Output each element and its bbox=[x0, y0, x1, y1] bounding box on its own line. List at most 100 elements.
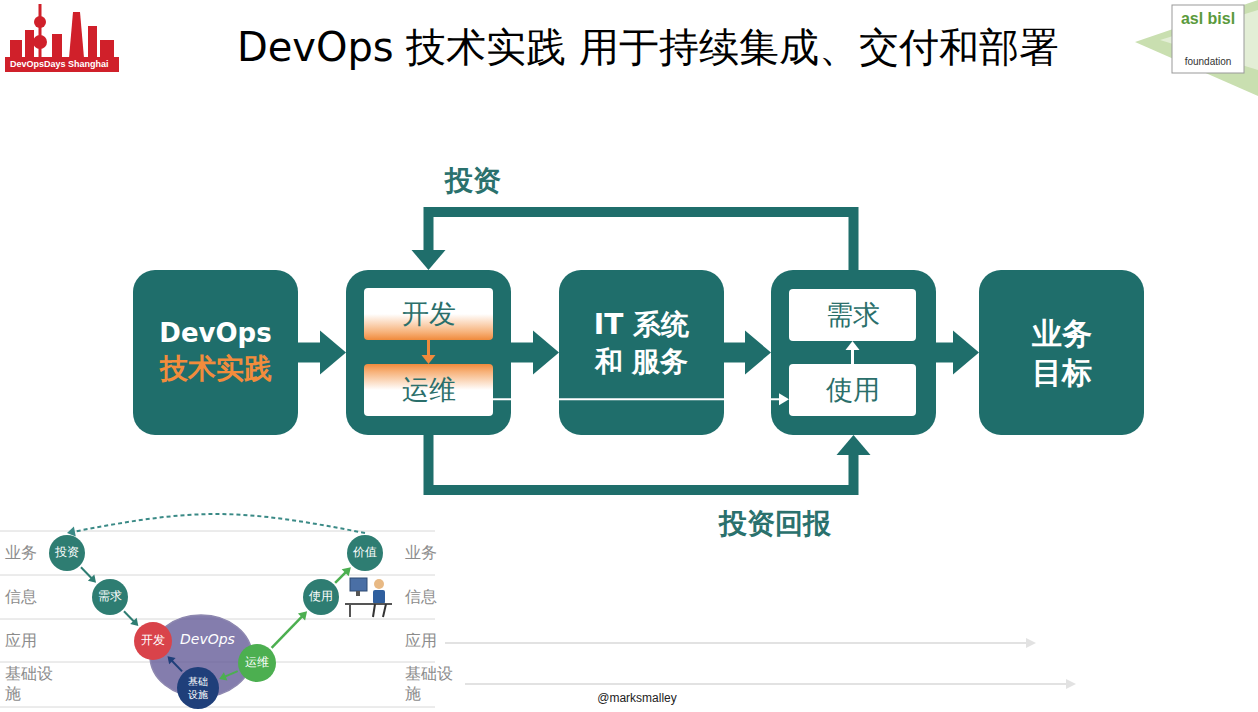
connector-line bbox=[124, 611, 134, 622]
connector-line bbox=[171, 660, 182, 671]
arrowhead bbox=[320, 331, 346, 375]
lane-label: 应用 bbox=[405, 631, 437, 651]
box-shape bbox=[346, 270, 511, 435]
system-box: IT 系统 和 服务 bbox=[559, 270, 724, 435]
arrowhead bbox=[779, 393, 789, 405]
node-text: 技术实践 bbox=[160, 351, 272, 387]
stage-circle: 使用 bbox=[303, 579, 339, 615]
process-box: 需求 bbox=[789, 289, 916, 341]
arrowhead bbox=[422, 355, 436, 364]
connector-line bbox=[67, 514, 365, 533]
logo-text: asl bisl bbox=[1181, 9, 1235, 29]
business-group-box-ground bbox=[771, 270, 936, 435]
connector bbox=[67, 514, 365, 536]
connector bbox=[724, 331, 771, 375]
slide-title: DevOps 技术实践 用于持续集成、交付和部署 bbox=[237, 22, 1059, 72]
connector bbox=[511, 331, 559, 375]
box-shape bbox=[771, 270, 936, 435]
arrowhead bbox=[168, 656, 176, 664]
node-text: 业务 目标 bbox=[1026, 314, 1098, 392]
connector-line bbox=[427, 340, 430, 357]
system-box-ground bbox=[559, 270, 724, 435]
node-text: DevOps bbox=[159, 317, 271, 351]
node-text: 需求 bbox=[826, 297, 880, 332]
arrowhead bbox=[953, 331, 979, 375]
goal-box: 业务 目标 bbox=[979, 270, 1144, 435]
arrowhead bbox=[88, 575, 96, 583]
node-text: 投资 bbox=[55, 545, 79, 561]
connector bbox=[493, 393, 789, 405]
node-text: DevOps bbox=[180, 630, 235, 648]
node-text: 价值 bbox=[353, 545, 377, 561]
stage-circle: 运维 bbox=[238, 644, 276, 682]
node-text: 运维 bbox=[245, 655, 269, 671]
practice-box: DevOps技术实践 bbox=[133, 270, 298, 435]
connector bbox=[298, 331, 346, 375]
practice-box-ground bbox=[133, 270, 298, 435]
goal-box-ground bbox=[979, 270, 1144, 435]
connector bbox=[219, 671, 237, 680]
node-text: 运维 bbox=[402, 372, 456, 407]
connector bbox=[936, 331, 979, 375]
connector-line bbox=[272, 616, 303, 648]
lane-label: 基础设施 bbox=[5, 664, 57, 704]
box-shape bbox=[979, 270, 1144, 435]
process-box: 开发 bbox=[364, 288, 493, 340]
connector bbox=[422, 340, 436, 365]
logo-text: DevOpsDays Shanghai bbox=[10, 59, 109, 70]
connector bbox=[412, 212, 854, 270]
stage-circle: 开发 bbox=[134, 622, 172, 660]
credit-text: @marksmalley bbox=[597, 691, 677, 706]
connector bbox=[81, 567, 96, 582]
node-text: IT 系统 和 服务 bbox=[582, 307, 702, 380]
node-text: 基础设施 bbox=[186, 675, 210, 701]
connector bbox=[335, 567, 351, 583]
connector-line bbox=[429, 212, 854, 270]
edge-label: 投资回报 bbox=[719, 506, 831, 541]
lane-label: 信息 bbox=[405, 587, 437, 607]
arrowhead bbox=[342, 567, 351, 576]
lane-label: 应用 bbox=[5, 631, 37, 651]
connector bbox=[272, 611, 307, 648]
connector-line bbox=[81, 567, 92, 578]
connector-line bbox=[429, 435, 854, 490]
stage-circle: 价值 bbox=[347, 535, 383, 571]
process-box: 运维 bbox=[364, 364, 493, 416]
arrowhead bbox=[837, 435, 871, 455]
node-text: 开发 bbox=[402, 296, 456, 331]
node-text: 使用 bbox=[309, 589, 333, 605]
connector bbox=[429, 435, 871, 490]
stage-circle: 投资 bbox=[49, 535, 85, 571]
process-box: 使用 bbox=[789, 364, 916, 416]
devops-group-box-ground bbox=[346, 270, 511, 435]
logo-text: foundation bbox=[1185, 56, 1232, 69]
lane-label: 信息 bbox=[5, 587, 37, 607]
arrowhead bbox=[745, 331, 771, 375]
devopsdays-logo bbox=[5, 4, 119, 72]
node-grounds bbox=[133, 270, 1144, 697]
connector bbox=[168, 656, 183, 671]
arrowhead bbox=[533, 331, 559, 375]
business-group-box: 需求使用 bbox=[771, 270, 936, 435]
stage-circle: 基础设施 bbox=[177, 667, 219, 709]
connector-line bbox=[224, 671, 237, 677]
connector-line bbox=[493, 398, 781, 400]
connector-line bbox=[851, 348, 854, 364]
arrowhead bbox=[219, 672, 227, 680]
devops-group-box: 开发运维 bbox=[346, 270, 511, 435]
arrowhead bbox=[298, 611, 307, 620]
lane-label: 业务 bbox=[5, 543, 37, 563]
edge-label: 投资 bbox=[445, 163, 501, 198]
timeline-arrows bbox=[445, 638, 1076, 689]
arrowhead bbox=[846, 341, 860, 350]
connector-line bbox=[335, 572, 346, 583]
user-at-desk bbox=[345, 578, 392, 617]
connector bbox=[846, 341, 860, 364]
lane-label: 基础设施 bbox=[405, 664, 457, 704]
box-shape bbox=[559, 270, 724, 435]
node-text: 开发 bbox=[141, 633, 165, 649]
connector bbox=[124, 611, 138, 626]
node-text: 使用 bbox=[826, 372, 880, 407]
arrowhead bbox=[412, 250, 446, 270]
